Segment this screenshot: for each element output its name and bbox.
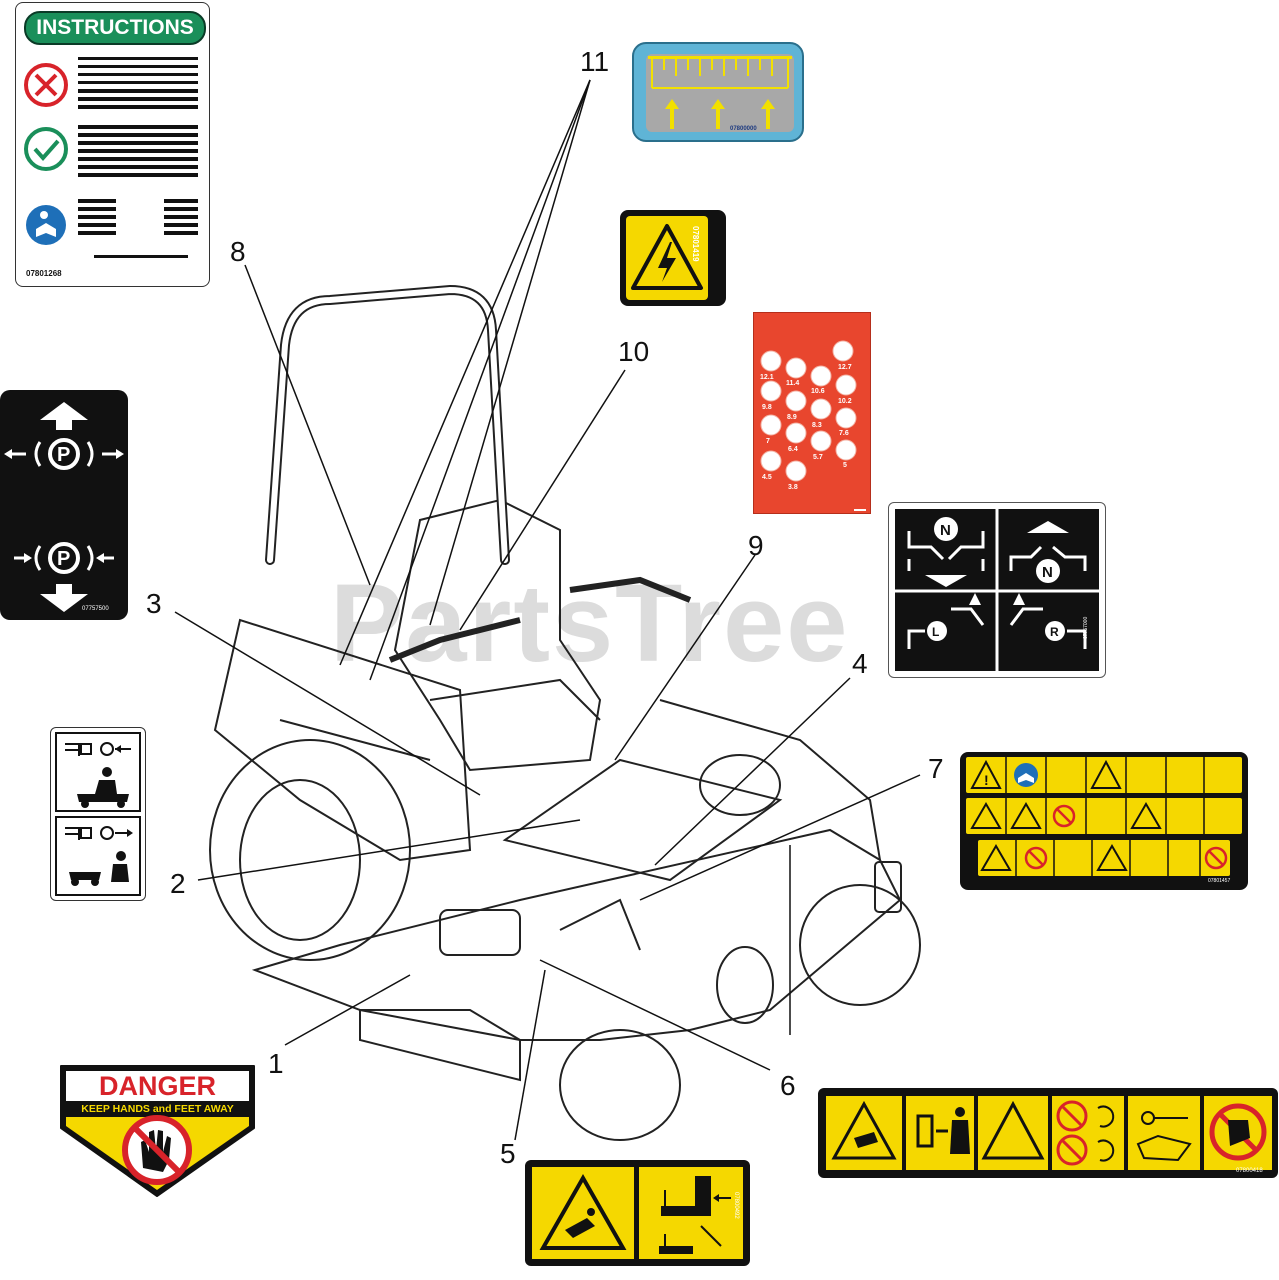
svg-text:N: N bbox=[1042, 564, 1053, 581]
warning-triangle-icon bbox=[539, 1173, 627, 1250]
neutral-icon bbox=[1036, 559, 1060, 583]
left-icon bbox=[927, 621, 947, 641]
callout-6: 6 bbox=[780, 1070, 796, 1101]
svg-text:N: N bbox=[940, 522, 951, 539]
arrow-up-icon bbox=[1027, 521, 1069, 533]
deck-warning-decal: 07800418 bbox=[818, 1088, 1278, 1178]
prohibited-icon bbox=[1052, 804, 1076, 828]
callout-7: 7 bbox=[928, 753, 944, 784]
svg-text:P: P bbox=[57, 548, 70, 570]
svg-text:11.4: 11.4 bbox=[786, 380, 799, 387]
front-caster-left bbox=[559, 1029, 681, 1141]
electric-part-no: 07801419 bbox=[691, 226, 700, 262]
svg-text:8.9: 8.9 bbox=[787, 414, 797, 421]
svg-text:12.7: 12.7 bbox=[838, 364, 852, 371]
prohibited-icon bbox=[1024, 846, 1048, 870]
prohibited-icon bbox=[1056, 1134, 1088, 1166]
check-icon bbox=[24, 127, 68, 171]
foot-plate bbox=[502, 758, 783, 882]
prohibited-icon bbox=[1209, 1103, 1267, 1161]
svg-text:10.6: 10.6 bbox=[811, 388, 825, 395]
blade-icon bbox=[854, 1132, 878, 1148]
tire-pressure-decal: 12.7 12.1 11.4 10.6 10.2 9.8 8.9 8.3 7.6… bbox=[753, 312, 871, 514]
watermark-text: PartsTree bbox=[330, 562, 850, 685]
front-caster-right bbox=[799, 884, 921, 1006]
svg-text:5: 5 bbox=[843, 462, 847, 469]
danger-title: DANGER bbox=[98, 1071, 216, 1101]
arrow-up-icon bbox=[761, 99, 775, 129]
electric-hazard-decal: 07801419 bbox=[620, 210, 726, 306]
right-icon bbox=[1045, 621, 1065, 641]
callout-4: 4 bbox=[852, 648, 868, 679]
svg-text:7.6: 7.6 bbox=[839, 430, 849, 437]
arrow-down-icon bbox=[40, 584, 88, 612]
park-icon bbox=[48, 438, 80, 470]
gauge-wheel bbox=[716, 946, 774, 1024]
callout-9: 9 bbox=[748, 530, 764, 561]
safety-strip-decal: ! 07801457 bbox=[960, 752, 1248, 890]
park-icon bbox=[48, 542, 80, 574]
operator-icon bbox=[69, 767, 129, 886]
arrow-up-icon bbox=[40, 402, 88, 430]
svg-text:4.5: 4.5 bbox=[762, 474, 772, 481]
svg-text:9.8: 9.8 bbox=[762, 404, 772, 411]
svg-text:3.8: 3.8 bbox=[788, 484, 798, 491]
prohibited-icon bbox=[1056, 1100, 1088, 1132]
parking-brake-decal: P P 07757500 bbox=[0, 390, 128, 620]
svg-text:8.3: 8.3 bbox=[812, 422, 822, 429]
callout-2: 2 bbox=[170, 868, 186, 899]
neutral-icon bbox=[934, 517, 958, 541]
arrow-down-icon bbox=[925, 575, 967, 587]
callout-8: 8 bbox=[230, 236, 246, 267]
danger-subtitle: KEEP HANDS and FEET AWAY bbox=[81, 1103, 234, 1115]
prohibited-icon bbox=[1204, 846, 1228, 870]
parking-brake-part-no: 07757500 bbox=[82, 606, 109, 612]
danger-decal: DANGER KEEP HANDS and FEET AWAY bbox=[55, 1060, 260, 1200]
instructions-decal: INSTRUCTIONS 07801268 bbox=[15, 2, 210, 287]
steering-decal: N N L R 07757000 bbox=[888, 502, 1106, 678]
svg-text:!: ! bbox=[984, 772, 989, 788]
arrow-up-icon bbox=[665, 99, 679, 129]
svg-text:6.4: 6.4 bbox=[788, 446, 798, 453]
lightning-icon bbox=[658, 242, 676, 282]
foot-icon bbox=[1228, 1120, 1250, 1146]
rear-tire bbox=[209, 739, 411, 961]
hitch-decal bbox=[50, 727, 146, 901]
callout-10: 10 bbox=[618, 336, 650, 367]
warning-triangle-icon bbox=[981, 1100, 1045, 1160]
instructions-title: INSTRUCTIONS bbox=[24, 11, 206, 45]
side-warning-decal: 07800492 bbox=[525, 1160, 750, 1266]
svg-text:L: L bbox=[932, 625, 939, 639]
svg-text:7: 7 bbox=[766, 438, 770, 445]
warning-triangle-icon bbox=[831, 1100, 897, 1160]
callout-1: 1 bbox=[268, 1048, 284, 1079]
svg-text:R: R bbox=[1050, 625, 1059, 639]
svg-text:5.7: 5.7 bbox=[813, 454, 823, 461]
callout-3: 3 bbox=[146, 588, 162, 619]
warning-triangle-icon bbox=[970, 759, 1002, 789]
rear-wheel-hub bbox=[239, 779, 361, 941]
deck-warning-part-no: 07800418 bbox=[1236, 1168, 1263, 1174]
leader-lines bbox=[174, 79, 921, 1141]
callout-11: 11 bbox=[580, 46, 610, 77]
side-warning-part-no: 07800492 bbox=[733, 1192, 739, 1219]
rops-bar bbox=[265, 284, 510, 565]
seat bbox=[393, 498, 602, 772]
callout-5: 5 bbox=[500, 1138, 516, 1169]
blade-housing bbox=[439, 909, 521, 956]
steering-part-no: 07757000 bbox=[1083, 616, 1089, 639]
cutting-height-decal: 07800000 bbox=[632, 42, 804, 142]
svg-text:P: P bbox=[57, 444, 70, 466]
arrow-up-icon bbox=[711, 99, 725, 129]
svg-text:10.2: 10.2 bbox=[838, 398, 852, 405]
mower-deck bbox=[251, 828, 902, 1041]
instructions-part-no: 07801268 bbox=[26, 269, 62, 278]
svg-text:12.1: 12.1 bbox=[760, 374, 774, 381]
safety-strip-part-no: 07801457 bbox=[1208, 878, 1231, 884]
pressure-values: 12.7 12.1 11.4 10.6 10.2 9.8 8.9 8.3 7.6… bbox=[760, 364, 852, 491]
cutting-height-part-no: 07800000 bbox=[730, 126, 757, 132]
blade-icon bbox=[565, 1218, 595, 1238]
